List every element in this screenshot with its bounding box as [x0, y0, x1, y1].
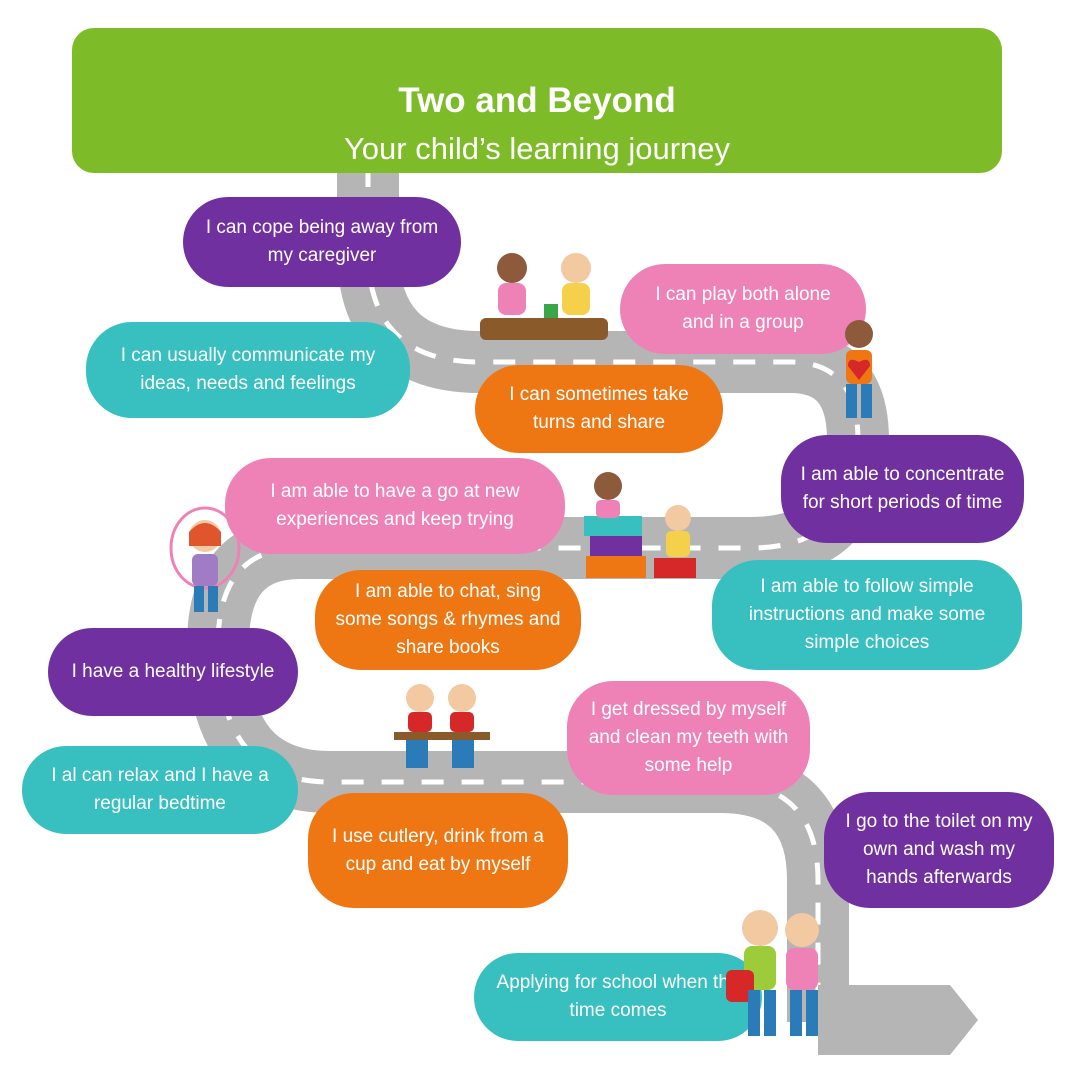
milestone-healthy-lifestyle: I have a healthy lifestyle: [48, 628, 298, 716]
milestone-get-dressed: I get dressed by myself and clean my tee…: [567, 681, 810, 795]
page-subtitle: Your child’s learning journey: [343, 131, 731, 166]
children-sandpit-illustration: [480, 253, 608, 340]
milestone-relax-bedtime: I al can relax and I have a regular bedt…: [22, 746, 298, 834]
milestone-concentrate: I am able to concentrate for short perio…: [781, 435, 1024, 543]
children-going-to-school-illustration: [726, 910, 819, 1036]
milestone-communicate: I can usually communicate my ideas, need…: [86, 322, 410, 418]
child-holding-heart-illustration: [845, 320, 873, 418]
milestone-new-experiences: I am able to have a go at new experience…: [225, 458, 565, 554]
milestone-follow-instructions: I am able to follow simple instructions …: [712, 560, 1022, 670]
milestone-play-alone-group: I can play both alone and in a group: [620, 264, 866, 354]
milestone-coping-away: I can cope being away from my caregiver: [183, 197, 461, 287]
milestone-toilet: I go to the toilet on my own and wash my…: [824, 792, 1054, 908]
road-end-arrow: [818, 985, 978, 1055]
child-skipping-rope-illustration: [169, 506, 241, 612]
milestone-take-turns: I can sometimes take turns and share: [475, 365, 723, 453]
milestone-applying-school: Applying for school when the time comes: [474, 953, 762, 1041]
page-title: Two and Beyond: [398, 81, 676, 120]
header-banner: Two and Beyond Your child’s learning jou…: [72, 28, 1002, 173]
milestone-chat-sing: I am able to chat, sing some songs & rhy…: [315, 570, 581, 670]
children-on-books-illustration: [584, 472, 696, 578]
milestone-cutlery: I use cutlery, drink from a cup and eat …: [308, 793, 568, 908]
children-eating-at-table-illustration: [394, 684, 490, 768]
